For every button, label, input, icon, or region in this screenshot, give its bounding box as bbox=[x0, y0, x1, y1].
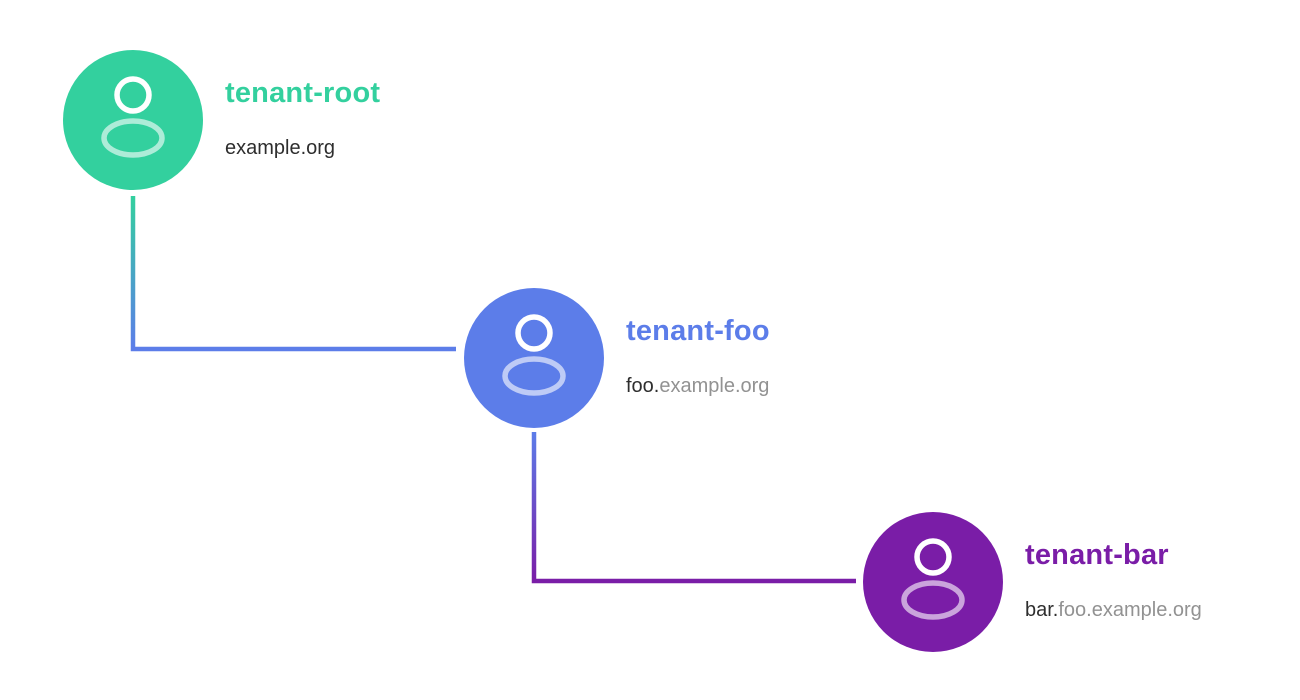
user-icon-body bbox=[101, 118, 165, 158]
node-labels: tenant-foo foo.example.org bbox=[626, 315, 770, 398]
connector-root-to-foo bbox=[130, 196, 456, 352]
user-icon-body bbox=[901, 580, 965, 620]
connector-foo-to-bar bbox=[531, 432, 856, 584]
node-labels: tenant-bar bar.foo.example.org bbox=[1025, 539, 1202, 622]
node-tenant-foo: tenant-foo foo.example.org bbox=[464, 288, 770, 428]
user-icon-head bbox=[515, 314, 553, 352]
domain-inherited-part: example.org bbox=[659, 375, 770, 397]
tenant-domain: bar.foo.example.org bbox=[1025, 598, 1202, 622]
node-labels: tenant-root example.org bbox=[225, 77, 380, 160]
tenant-name: tenant-foo bbox=[626, 315, 770, 347]
tenant-foo-avatar bbox=[464, 288, 604, 428]
tenant-domain: example.org bbox=[225, 136, 380, 160]
tenant-name: tenant-bar bbox=[1025, 539, 1169, 571]
tenant-domain: foo.example.org bbox=[626, 374, 770, 398]
user-icon bbox=[101, 76, 165, 158]
user-icon-body bbox=[502, 356, 566, 396]
user-icon bbox=[502, 314, 566, 396]
domain-active-part: example.org bbox=[225, 137, 336, 159]
domain-active-part: bar. bbox=[1025, 599, 1059, 621]
node-tenant-bar: tenant-bar bar.foo.example.org bbox=[863, 512, 1202, 652]
tenant-bar-avatar bbox=[863, 512, 1003, 652]
domain-inherited-part: foo.example.org bbox=[1058, 599, 1202, 621]
user-icon bbox=[901, 538, 965, 620]
user-icon-head bbox=[114, 76, 152, 114]
tenant-root-avatar bbox=[63, 50, 203, 190]
node-tenant-root: tenant-root example.org bbox=[63, 50, 380, 190]
domain-active-part: foo. bbox=[626, 375, 660, 397]
user-icon-head bbox=[914, 538, 952, 576]
tenant-name: tenant-root bbox=[225, 77, 381, 109]
